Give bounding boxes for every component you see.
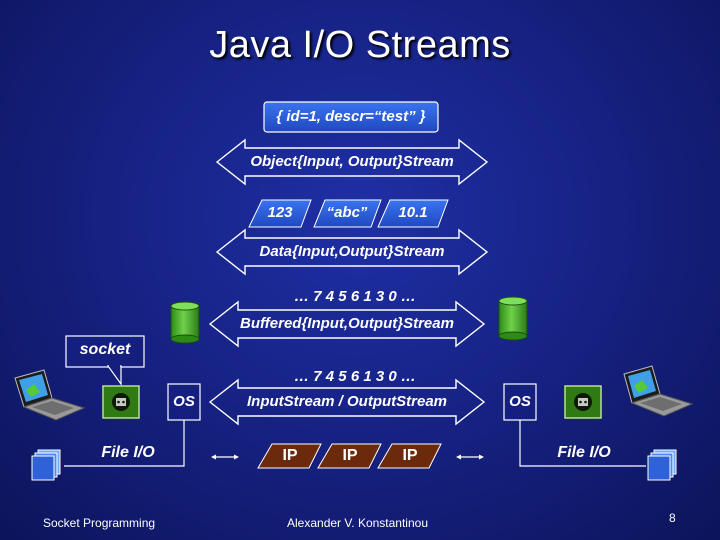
data-value-1: 123 (267, 204, 293, 221)
socket-chip-icon-right (564, 385, 602, 419)
ip-packet-label-2: IP (342, 447, 358, 464)
data-stream-label: Data{Input,Output}Stream (259, 243, 445, 260)
file-stack-icon-right (647, 449, 677, 481)
os-label-left: OS (173, 393, 195, 410)
footer-center-text: Alexander V. Konstantinou (287, 516, 428, 530)
database-icon-left (170, 301, 200, 344)
object-stream-label: Object{Input, Output}Stream (250, 153, 454, 170)
socket-callout (65, 335, 145, 386)
data-value-2: “abc” (326, 204, 368, 221)
buffered-stream-label: Buffered{Input,Output}Stream (240, 315, 454, 332)
object-descriptor-box (263, 101, 439, 133)
file-io-label-right: File I/O (557, 444, 611, 461)
os-label-right: OS (509, 393, 531, 410)
data-value-shape-1 (248, 199, 312, 228)
basic-stream-arrow (208, 378, 486, 426)
socket-chip-icon-left (102, 385, 140, 419)
ip-packet-label-3: IP (402, 447, 418, 464)
object-stream-arrow (215, 138, 489, 186)
data-value-shape-2 (313, 199, 382, 228)
object-descriptor-text: { id=1, descr=“test” } (276, 108, 426, 125)
data-value-shape-3 (377, 199, 449, 228)
double-arrow-icon-left (211, 454, 239, 460)
buffered-stream-arrow (208, 300, 486, 348)
footer-left-text: Socket Programming (43, 516, 156, 530)
os-file-connector-right (519, 420, 646, 467)
byte-sequence-bottom: … 7 4 5 6 1 3 0 … (294, 368, 416, 385)
ip-packet-shape-2 (317, 443, 382, 469)
laptop-icon-right (623, 365, 694, 417)
file-io-label-left: File I/O (101, 444, 155, 461)
laptop-icon-left (14, 369, 86, 421)
os-box-right (503, 383, 537, 421)
ip-packet-shape-3 (377, 443, 442, 469)
byte-sequence-top: … 7 4 5 6 1 3 0 … (294, 288, 416, 305)
ip-packet-label-1: IP (282, 447, 298, 464)
os-box-left (167, 383, 201, 421)
data-value-3: 10.1 (398, 204, 428, 221)
os-file-connector-left (64, 420, 185, 467)
page-number: 8 (669, 511, 676, 525)
basic-stream-label: InputStream / OutputStream (246, 393, 448, 410)
data-stream-arrow (215, 228, 489, 276)
file-stack-icon-left (31, 449, 61, 481)
double-arrow-icon-right (456, 454, 484, 460)
slide-title: Java I/O Streams (209, 24, 511, 66)
ip-packet-shape-1 (257, 443, 322, 469)
database-icon-right (498, 296, 528, 341)
callout-text: socket (79, 341, 131, 358)
